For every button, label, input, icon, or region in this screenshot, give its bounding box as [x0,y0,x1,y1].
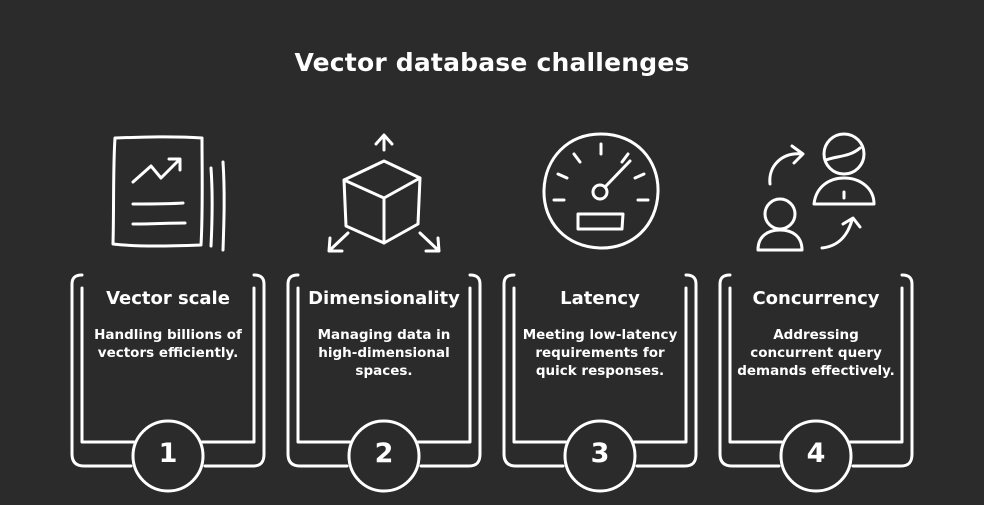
speedometer-icon [536,126,666,256]
document-chart-icon [103,126,233,256]
card-number-4: 4 [806,438,826,469]
card-frame-3 [500,270,700,495]
card-frame-2 [284,270,484,495]
card-number-2: 2 [374,438,394,469]
card-description-dimensionality: Managing data in high-dimensional spaces… [317,327,451,379]
users-exchange-icon [752,126,882,256]
cube-arrows-icon [320,126,450,256]
page-title: Vector database challenges [294,48,690,77]
card-number-1: 1 [158,438,178,469]
card-title-concurrency: Concurrency [752,288,880,309]
card-description-concurrency: Addressing concurrent query demands effe… [737,327,895,379]
card-title-vector-scale: Vector scale [106,288,230,309]
card-description-latency: Meeting low-latency requirements for qui… [522,327,678,379]
card-frame-4 [716,270,916,495]
card-title-dimensionality: Dimensionality [308,288,460,309]
card-description-vector-scale: Handling billions of vectors efficiently… [94,327,242,361]
card-frame-1 [68,270,268,495]
card-number-3: 3 [590,438,610,469]
card-title-latency: Latency [560,288,640,309]
